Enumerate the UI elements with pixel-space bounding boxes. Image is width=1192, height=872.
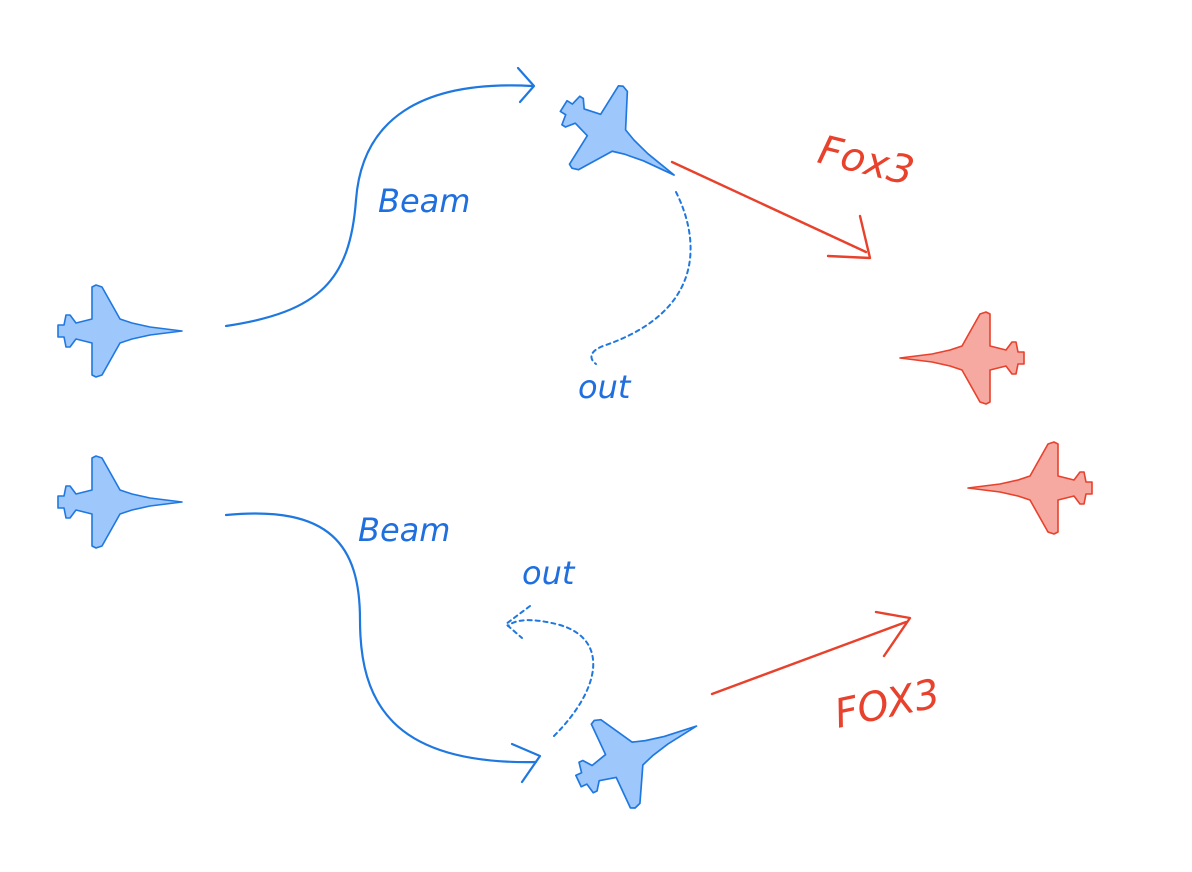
friendly-jet-icon-bottom-left — [57, 455, 183, 549]
fox3-missile-line-bottom — [710, 620, 908, 696]
beam-arrowhead-bottom — [510, 742, 542, 784]
beam-label-top: Beam — [378, 182, 470, 220]
beam-arrowhead-top — [516, 66, 536, 104]
out-arrowhead-bottom — [504, 605, 531, 639]
friendly-jet-icon-top-left — [57, 284, 183, 378]
fox3-arrowhead-bottom — [874, 610, 912, 658]
fox3-arrowhead-top — [826, 214, 872, 260]
beam-path-top — [224, 84, 534, 328]
fox3-label-bottom: FOX3 — [831, 671, 945, 738]
friendly-jet-icon-top-beamed — [537, 64, 701, 217]
out-label-top: out — [578, 368, 632, 406]
fox3-label-top: Fox3 — [814, 127, 919, 195]
out-label-bottom: out — [522, 554, 576, 592]
friendly-jet-icon-bottom-beamed — [557, 681, 718, 826]
beam-path-bottom — [224, 512, 538, 764]
fox3-missile-line-top — [670, 160, 868, 254]
out-path-top — [590, 191, 692, 365]
beam-label-bottom: Beam — [358, 511, 450, 549]
hostile-jet-icon-lower — [967, 441, 1093, 535]
out-path-bottom — [507, 619, 595, 737]
hostile-jet-icon-upper — [899, 311, 1025, 405]
